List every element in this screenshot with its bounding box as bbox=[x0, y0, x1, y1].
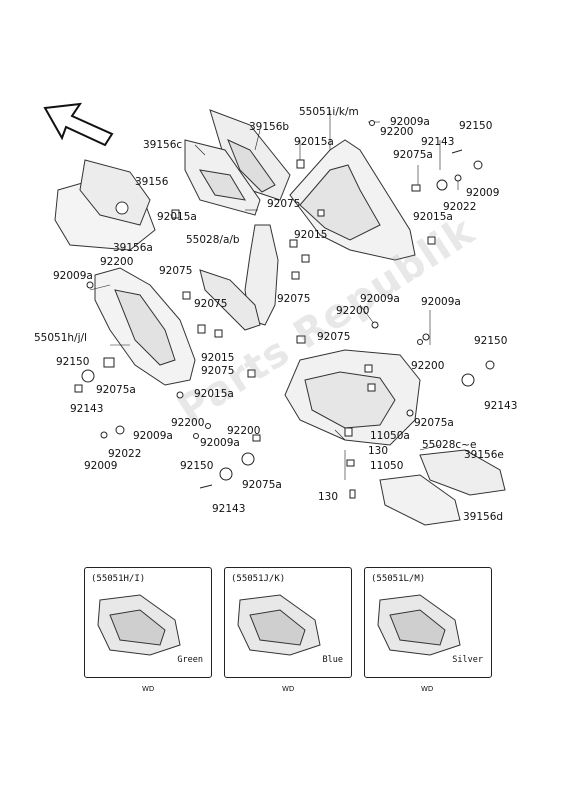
part-label: 92015a bbox=[294, 136, 334, 148]
variant-footer: WD bbox=[282, 685, 295, 693]
part-label: 92150 bbox=[459, 120, 493, 132]
part-label: 39156 bbox=[135, 176, 169, 188]
part-label: 130 bbox=[368, 445, 389, 457]
part-label: 92150 bbox=[56, 356, 90, 368]
upper-cowl-right bbox=[289, 139, 416, 261]
part-label: 92075 bbox=[159, 265, 193, 277]
side-cowl-left bbox=[94, 267, 196, 386]
part-label: 92143 bbox=[421, 136, 455, 148]
variant-footer: WD bbox=[421, 685, 434, 693]
part-label: 39156d bbox=[463, 511, 504, 523]
part-label: 92015 bbox=[294, 229, 328, 241]
part-label: 92015a bbox=[413, 211, 453, 223]
variant-code: (55051L/M) bbox=[371, 574, 426, 584]
part-label: 92009a bbox=[421, 296, 461, 308]
variant-illustrations bbox=[97, 594, 461, 656]
part-label: 92022 bbox=[443, 201, 477, 213]
part-label: 92009a bbox=[133, 430, 173, 442]
part-label: 92200 bbox=[380, 126, 414, 138]
part-label: 11050 bbox=[370, 460, 404, 472]
part-label: 39156b bbox=[249, 121, 290, 133]
part-label: 92143 bbox=[212, 503, 246, 515]
sticker-39156d bbox=[379, 474, 461, 526]
fastener-parts bbox=[74, 120, 495, 499]
part-label: 92015 bbox=[201, 352, 235, 364]
part-label: 92075 bbox=[277, 293, 311, 305]
part-label: 92200 bbox=[171, 417, 205, 429]
variant-footer: WD bbox=[142, 685, 155, 693]
variant-color: Blue bbox=[322, 655, 343, 665]
variant-code: (55051J/K) bbox=[231, 574, 286, 584]
part-label: 130 bbox=[318, 491, 339, 503]
leader-lines bbox=[89, 110, 459, 480]
part-label: 92009a bbox=[53, 270, 93, 282]
part-label: 92009a bbox=[200, 437, 240, 449]
part-label: 92075 bbox=[194, 298, 228, 310]
part-label: 92075a bbox=[393, 149, 433, 161]
part-label: 92009a bbox=[360, 293, 400, 305]
part-label: 92015a bbox=[194, 388, 234, 400]
variant-box-silver: (55051L/M) Silver bbox=[364, 567, 492, 678]
part-label: 92075 bbox=[201, 365, 235, 377]
variant-box-blue: (55051J/K) Blue bbox=[224, 567, 352, 678]
part-label: 92022 bbox=[108, 448, 142, 460]
variant-color: Silver bbox=[452, 655, 483, 665]
part-label: 92015a bbox=[157, 211, 197, 223]
front-direction-arrow-icon bbox=[43, 102, 114, 147]
part-label: 55028/a/b bbox=[186, 234, 240, 246]
part-label: 92009 bbox=[84, 460, 118, 472]
part-label: 92150 bbox=[474, 335, 508, 347]
variant-box-green: (55051H/I) Green bbox=[84, 567, 212, 678]
sticker-39156e bbox=[419, 449, 506, 496]
part-label: 92200 bbox=[336, 305, 370, 317]
part-label: 55051h/j/l bbox=[34, 332, 87, 344]
variant-color: Green bbox=[177, 655, 203, 665]
part-label: 92009a bbox=[390, 116, 430, 128]
part-label: 55028c~e bbox=[422, 439, 477, 451]
part-label: 92075a bbox=[242, 479, 282, 491]
part-label: 92075 bbox=[267, 198, 301, 210]
part-label: 92075a bbox=[414, 417, 454, 429]
center-cowl bbox=[199, 224, 279, 331]
part-label: 92150 bbox=[180, 460, 214, 472]
part-label: 11050a bbox=[370, 430, 410, 442]
part-label: 92143 bbox=[484, 400, 518, 412]
part-label: 39156a bbox=[113, 242, 153, 254]
part-label: 92009 bbox=[466, 187, 500, 199]
part-label: 39156c bbox=[143, 139, 183, 151]
part-label: 55051i/k/m bbox=[299, 106, 359, 118]
part-label: 92200 bbox=[100, 256, 134, 268]
part-label: 92075 bbox=[317, 331, 351, 343]
part-label: 92200 bbox=[227, 425, 261, 437]
sticker-39156c bbox=[184, 139, 261, 216]
part-label: 92200 bbox=[411, 360, 445, 372]
variant-code: (55051H/I) bbox=[91, 574, 146, 584]
part-label: 39156e bbox=[464, 449, 504, 461]
part-label: 92143 bbox=[70, 403, 104, 415]
sticker-39156 bbox=[54, 159, 156, 251]
part-label: 92075a bbox=[96, 384, 136, 396]
